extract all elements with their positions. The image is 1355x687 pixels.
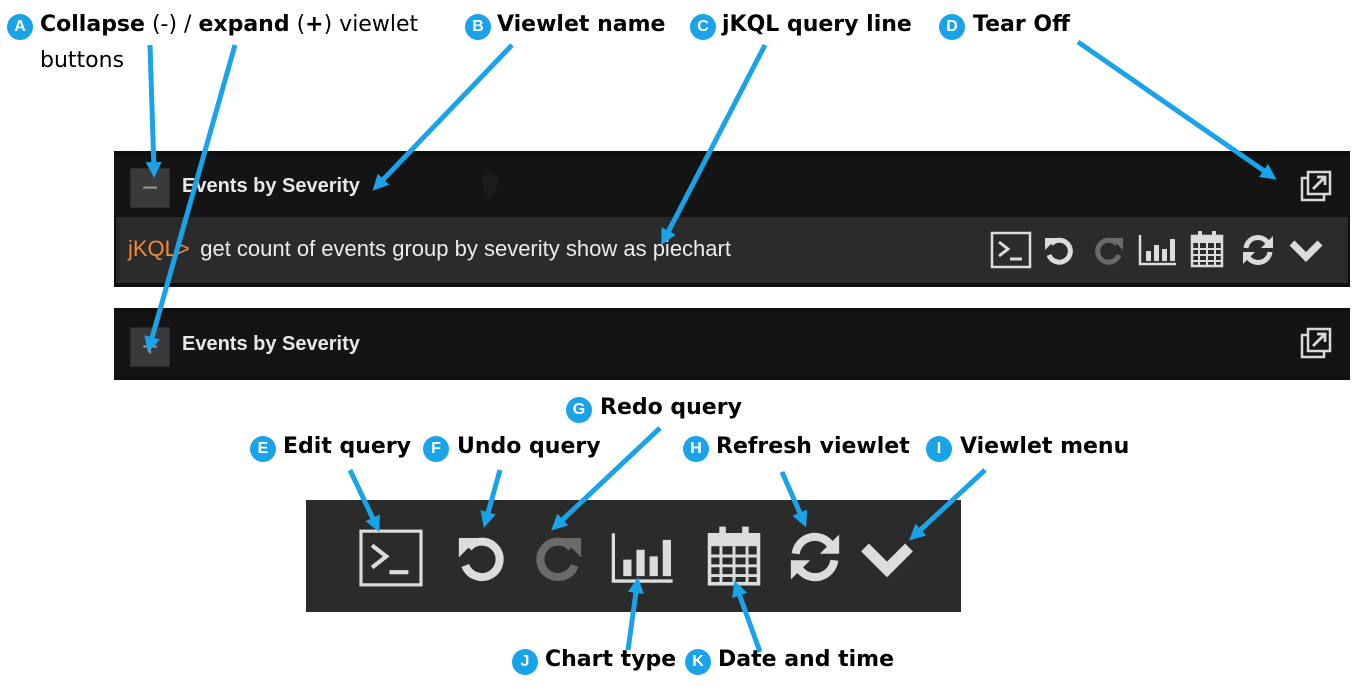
viewlet-collapsed: + Events by Severity bbox=[114, 308, 1350, 380]
badge-a: A bbox=[7, 14, 33, 40]
arrow-viewlet-menu bbox=[909, 468, 987, 541]
chart-icon bbox=[1138, 235, 1176, 266]
undo-button-large[interactable] bbox=[454, 530, 512, 588]
arrow-redo-query bbox=[551, 426, 662, 531]
viewlet-title: Events by Severity bbox=[182, 175, 360, 197]
calendar-icon bbox=[1190, 231, 1224, 268]
refresh-button-large[interactable] bbox=[786, 528, 844, 586]
viewlet-title-collapsed: Events by Severity bbox=[182, 333, 360, 355]
chevron-down-icon bbox=[1289, 240, 1323, 262]
viewlet-header-collapsed: + Events by Severity bbox=[114, 312, 1350, 376]
terminal-icon bbox=[990, 231, 1032, 269]
viewlet-menu-button-large[interactable] bbox=[858, 538, 916, 582]
callout-collapse-expand-line2: buttons bbox=[40, 48, 125, 73]
callout-date-and-time: Date and time bbox=[718, 647, 895, 672]
undo-button[interactable] bbox=[1042, 233, 1078, 269]
badge-c: C bbox=[690, 14, 716, 40]
edit-query-button[interactable] bbox=[990, 231, 1032, 269]
callout-viewlet-name: Viewlet name bbox=[497, 12, 666, 37]
arrow-expand bbox=[144, 44, 238, 353]
arrow-tear-off bbox=[1076, 39, 1277, 180]
query-input[interactable]: jKQL> get count of events group by sever… bbox=[128, 236, 731, 262]
arrow-refresh bbox=[779, 470, 808, 528]
query-line[interactable]: jKQL> get count of events group by sever… bbox=[116, 217, 1348, 283]
callout-collapse-expand: Collapse (-) / expand (+) viewlet bbox=[40, 12, 419, 37]
chevron-down-icon bbox=[861, 543, 913, 578]
redo-button-large[interactable] bbox=[528, 530, 586, 588]
badge-j: J bbox=[512, 649, 538, 675]
redo-icon bbox=[536, 537, 582, 582]
undo-icon bbox=[1045, 237, 1073, 265]
badge-e: E bbox=[250, 436, 276, 462]
callout-jkql-query-line: jKQL query line bbox=[722, 12, 912, 37]
undo-icon bbox=[458, 537, 504, 582]
arrow-query-line bbox=[661, 43, 768, 246]
badge-f: F bbox=[423, 436, 449, 462]
chart-type-button-large[interactable] bbox=[608, 530, 678, 586]
refresh-button[interactable] bbox=[1240, 232, 1276, 268]
viewlet-header: − Events by Severity bbox=[114, 155, 1350, 217]
badge-i: I bbox=[926, 436, 952, 462]
tear-off-icon[interactable] bbox=[1300, 327, 1332, 359]
tear-off-icon[interactable] bbox=[1300, 170, 1332, 202]
arrow-edit-query bbox=[347, 468, 380, 533]
callout-edit-query: Edit query bbox=[283, 434, 412, 459]
arrow-collapse bbox=[145, 44, 162, 178]
arrow-undo-query bbox=[480, 469, 503, 528]
edit-query-button-large[interactable] bbox=[356, 528, 426, 588]
viewlet-menu-button[interactable] bbox=[1288, 237, 1324, 265]
arrow-viewlet-name bbox=[372, 43, 514, 191]
viewlet-expanded: − Events by Severity jKQL> get count of … bbox=[114, 151, 1350, 287]
refresh-icon bbox=[1243, 235, 1273, 265]
callout-chart-type: Chart type bbox=[545, 647, 677, 672]
drag-handle-icon[interactable] bbox=[476, 171, 504, 205]
query-text[interactable]: get count of events group by severity sh… bbox=[200, 236, 731, 261]
badge-b: B bbox=[465, 14, 491, 40]
callout-redo-query: Redo query bbox=[600, 395, 742, 420]
redo-icon bbox=[1095, 237, 1123, 265]
arrow-chart-type bbox=[625, 577, 644, 651]
badge-k: K bbox=[685, 649, 711, 675]
badge-g: G bbox=[566, 397, 592, 423]
chart-icon bbox=[611, 533, 673, 583]
callout-viewlet-menu: Viewlet menu bbox=[960, 434, 1130, 459]
chart-type-button[interactable] bbox=[1138, 233, 1178, 267]
refresh-icon bbox=[790, 532, 840, 582]
date-time-button[interactable] bbox=[1190, 230, 1224, 268]
badge-d: D bbox=[939, 14, 965, 40]
arrow-date-time bbox=[732, 580, 763, 653]
callout-refresh-viewlet: Refresh viewlet bbox=[716, 434, 910, 459]
badge-h: H bbox=[683, 436, 709, 462]
callout-undo-query: Undo query bbox=[457, 434, 601, 459]
callout-tear-off: Tear Off bbox=[973, 12, 1070, 37]
terminal-icon bbox=[359, 529, 423, 587]
redo-button[interactable] bbox=[1090, 233, 1126, 269]
